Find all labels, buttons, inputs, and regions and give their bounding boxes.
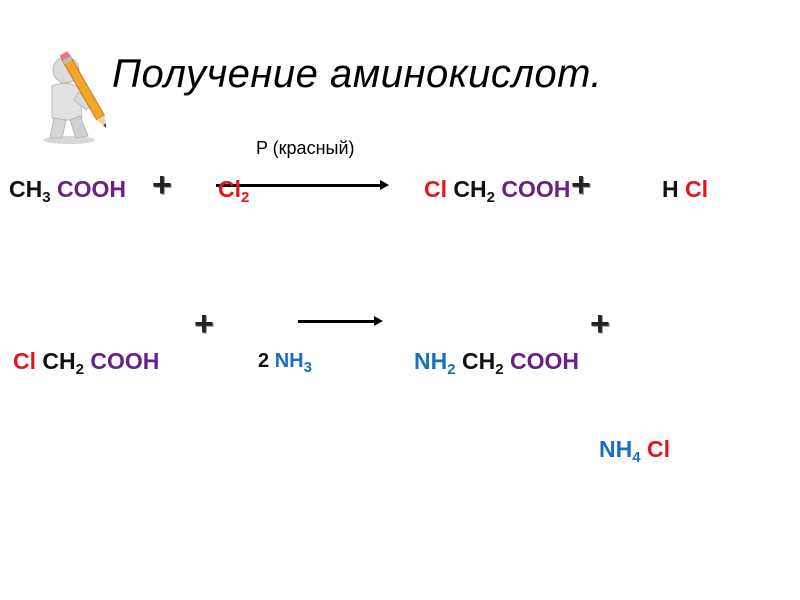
reagent-chlorine: Cl2: [218, 176, 250, 206]
carboxyl-group: COOH: [90, 348, 160, 374]
reagent-acetic-acid: CH3 COOH: [9, 176, 126, 206]
reagent-ammonia: 2 NH3: [258, 350, 312, 376]
plus-sign: +: [590, 305, 610, 343]
nitrogen-symbol: N: [414, 348, 431, 374]
methylene-subscript: 2: [495, 361, 504, 378]
plus-sign: +: [152, 166, 172, 204]
hydrogen-symbol: H: [289, 350, 304, 372]
chlorine-subscript: 2: [241, 189, 250, 206]
reagent-chloroacetic-acid: Cl CH2 COOH: [13, 348, 160, 378]
product-glycine: NH2 CH2 COOH: [414, 348, 579, 378]
product-ammonium-chloride: NH4 Cl: [599, 436, 670, 466]
methyl-group: CH: [9, 176, 43, 202]
chlorine-symbol: Cl: [646, 436, 670, 462]
methylene-group: CH: [42, 348, 76, 374]
hydrogen-subscript: 2: [447, 361, 456, 378]
slide-title: Получение аминокислот.: [112, 52, 603, 96]
product-chloroacetic-acid: Cl CH2 COOH: [424, 176, 571, 206]
hydrogen-subscript: 4: [632, 449, 641, 466]
hydrogen-symbol: H: [430, 348, 448, 374]
nitrogen-symbol: N: [599, 436, 616, 462]
methylene-group: CH: [453, 176, 487, 202]
person-with-pencil-icon: [36, 42, 107, 146]
product-hydrogen-chloride: H Cl: [662, 176, 708, 203]
carboxyl-group: COOH: [56, 176, 126, 202]
plus-sign: +: [571, 166, 591, 204]
chlorine-symbol: Cl: [13, 348, 36, 374]
chlorine-symbol: Cl: [685, 176, 709, 202]
methylene-subscript: 2: [75, 361, 84, 378]
chlorine-symbol: Cl: [424, 176, 447, 202]
coefficient: 2: [258, 350, 270, 372]
methyl-subscript: 3: [42, 189, 51, 206]
hydrogen-symbol: H: [615, 436, 633, 462]
chlorine-symbol: Cl: [218, 176, 241, 202]
reaction-condition: P (красный): [256, 138, 355, 158]
hydrogen-symbol: H: [662, 176, 679, 202]
carboxyl-group: COOH: [509, 348, 579, 374]
carboxyl-group: COOH: [501, 176, 571, 202]
methylene-subscript: 2: [486, 189, 495, 206]
hydrogen-subscript: 3: [303, 359, 312, 376]
nitrogen-symbol: N: [274, 350, 290, 372]
methylene-group: CH: [461, 348, 496, 374]
plus-sign: +: [194, 305, 214, 343]
